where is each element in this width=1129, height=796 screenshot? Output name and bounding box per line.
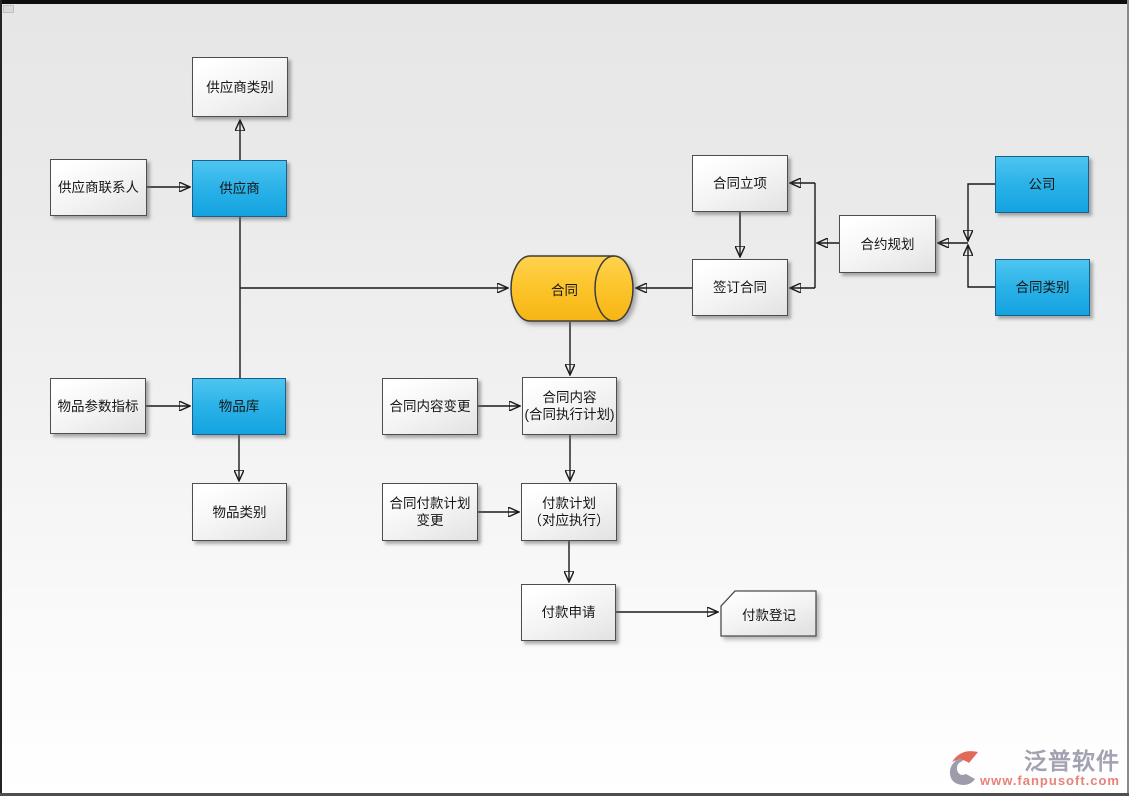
frame-border-right [1127, 0, 1129, 796]
node-label: 合同 [551, 282, 578, 298]
node-label: 合同内容变更 [389, 399, 471, 414]
node-payment-request: 付款申请 [521, 584, 616, 641]
fanpu-watermark: 泛普软件 www.fanpusoft.com [946, 749, 1120, 788]
node-label: 物品参数指标 [57, 398, 139, 414]
node-label: 供应商联系人 [58, 180, 139, 195]
node-label-line1: 合同付款计划 [389, 496, 471, 511]
node-payment-plan: 付款计划 （对应执行） [521, 483, 617, 541]
node-label: 公司 [1028, 177, 1056, 192]
edge-company-to-junction-right [968, 183, 995, 240]
node-label: 付款登记 [742, 608, 796, 623]
node-contract-signing: 签订合同 [692, 259, 788, 316]
edge-contract-category-to-junction-right [968, 246, 995, 288]
node-supplier-contact: 供应商联系人 [50, 159, 147, 216]
node-label: 供应商 [219, 181, 260, 196]
watermark-url: www.fanpusoft.com [979, 773, 1120, 788]
node-label-line1: 付款计划 [542, 496, 596, 511]
node-company: 公司 [995, 156, 1089, 213]
node-item-store: 物品库 [192, 378, 286, 435]
node-label-line1: 合同内容 [542, 390, 597, 405]
node-label: 合同类别 [1015, 280, 1070, 295]
frame-border-bottom [0, 793, 1129, 796]
node-label-line2: (合同执行计划) [524, 407, 615, 422]
node-label: 合同立项 [713, 176, 767, 191]
node-label-line2: （对应执行） [528, 513, 610, 528]
node-label: 签订合同 [713, 280, 767, 295]
node-contract-category: 合同类别 [995, 259, 1090, 316]
node-label: 付款申请 [541, 605, 596, 620]
node-contract-initiation: 合同立项 [692, 155, 788, 212]
node-label: 物品库 [218, 399, 260, 414]
frame-border-left [0, 0, 2, 796]
node-item-params: 物品参数指标 [50, 378, 146, 434]
card-shape [720, 590, 817, 637]
cylinder-shape [510, 255, 634, 322]
fanpu-logo-icon [949, 751, 978, 785]
node-supplier: 供应商 [192, 160, 287, 217]
node-contract-planning: 合约规划 [839, 215, 936, 273]
node-contract-content-change: 合同内容变更 [382, 378, 478, 435]
frame-border-top [0, 0, 1129, 4]
node-label-line2: 变更 [416, 513, 444, 528]
watermark-brand: 泛普软件 [1024, 748, 1120, 774]
node-label: 物品类别 [212, 504, 267, 520]
node-label: 合约规划 [860, 236, 915, 252]
node-contract-cylinder: 合同 [510, 255, 634, 322]
node-payment-plan-change: 合同付款计划 变更 [382, 483, 478, 541]
node-supplier-category: 供应商类别 [192, 57, 288, 117]
node-payment-register: 付款登记 [720, 590, 818, 638]
node-label: 供应商类别 [206, 79, 274, 95]
node-contract-content: 合同内容 (合同执行计划) [522, 377, 617, 435]
window-corner-glyph [3, 5, 14, 13]
node-item-category: 物品类别 [192, 483, 287, 541]
